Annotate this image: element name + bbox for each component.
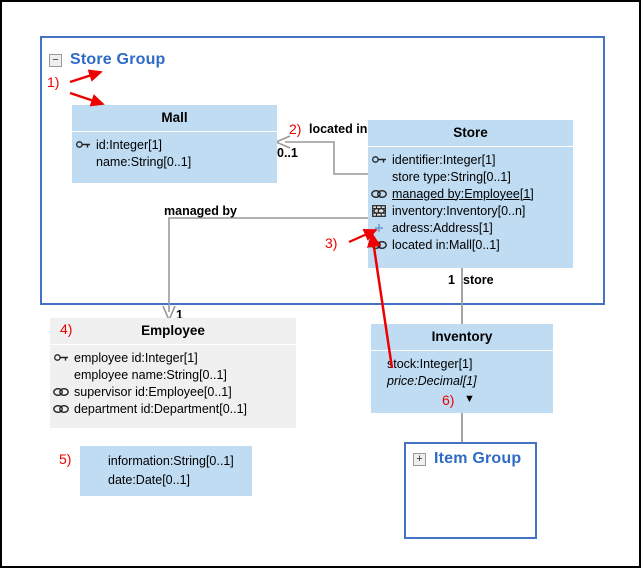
attribute-text: managed by:Employee[1]: [392, 186, 534, 201]
attribute-text: supervisor id:Employee[0..1]: [74, 384, 232, 399]
table-icon: [368, 204, 390, 217]
attribute-row[interactable]: supervisor id:Employee[0..1]: [50, 383, 296, 400]
connector-label-managed-by: managed by: [164, 204, 237, 218]
attribute-text: identifier:Integer[1]: [392, 152, 496, 167]
attribute-row[interactable]: price:Decimal[1]: [371, 372, 553, 389]
class-inventory-title: Inventory: [431, 329, 493, 344]
class-store-separator: [368, 146, 573, 147]
annotation-1-label: 1): [47, 74, 60, 90]
class-store-title: Store: [453, 125, 488, 140]
class-employee-attributes: employee id:Integer[1] employee name:Str…: [50, 345, 296, 421]
attribute-row[interactable]: stock:Integer[1]: [371, 355, 553, 372]
class-inventory-separator: [371, 350, 553, 351]
attribute-text: store type:String[0..1]: [392, 169, 511, 184]
attribute-text: adress:Address[1]: [392, 220, 493, 235]
connector-mult-located-in-target: 0..1: [277, 146, 298, 160]
attribute-row[interactable]: adress:Address[1]: [368, 219, 573, 236]
annotation-6-dropdown-icon[interactable]: ▼: [464, 394, 475, 405]
attribute-text: employee name:String[0..1]: [74, 367, 227, 382]
attribute-text: stock:Integer[1]: [387, 356, 473, 371]
note-box[interactable]: information:String[0..1] date:Date[0..1]: [80, 446, 252, 496]
item-group-title: Item Group: [434, 450, 522, 467]
annotation-3-label: 3): [325, 235, 338, 251]
key-icon: [368, 155, 390, 164]
note-line: information:String[0..1]: [80, 451, 252, 470]
annotation-4-label: 4): [60, 321, 73, 337]
plus-icon: [368, 223, 390, 233]
attribute-row[interactable]: employee id:Integer[1]: [50, 349, 296, 366]
note-line-text: information:String[0..1]: [108, 453, 234, 468]
connector-label-located-in: located in: [309, 122, 368, 136]
class-mall-title: Mall: [161, 110, 188, 125]
class-mall-attributes: id:Integer[1] name:String[0..1]: [72, 132, 277, 174]
expander-glyph: +: [416, 453, 423, 465]
link-icon: [50, 404, 72, 414]
attribute-text: employee id:Integer[1]: [74, 350, 198, 365]
attribute-row[interactable]: inventory:Inventory[0..n]: [368, 202, 573, 219]
expander-glyph: −: [52, 54, 59, 66]
annotation-6-label: 6): [442, 392, 455, 408]
attribute-text: id:Integer[1]: [96, 137, 163, 152]
class-employee-separator: [50, 344, 296, 345]
class-inventory-attributes: stock:Integer[1] price:Decimal[1]: [371, 351, 553, 393]
connector-mult-managed-by-target: 1: [176, 308, 183, 322]
dropdown-glyph: ▼: [464, 393, 475, 405]
attribute-text: inventory:Inventory[0..n]: [392, 203, 526, 218]
annotation-5-label: 5): [59, 451, 72, 467]
key-icon: [72, 140, 94, 149]
package-title: Store Group: [70, 51, 166, 68]
attribute-text: price:Decimal[1]: [387, 373, 477, 388]
package-item-group[interactable]: [404, 442, 537, 539]
attribute-row[interactable]: identifier:Integer[1]: [368, 151, 573, 168]
link-icon: [368, 189, 390, 199]
key-icon: [50, 353, 72, 362]
class-employee-title: Employee: [141, 323, 205, 338]
class-mall-separator: [72, 131, 277, 132]
connector-label-store: store: [463, 273, 494, 287]
class-inventory[interactable]: Inventory stock:Integer[1] price:Decimal…: [371, 324, 553, 413]
attribute-row[interactable]: name:String[0..1]: [72, 153, 277, 170]
class-mall[interactable]: Mall id:Integer[1] name:String[0..1]: [72, 105, 277, 183]
attribute-text: located in:Mall[0..1]: [392, 237, 500, 252]
attribute-row[interactable]: managed by:Employee[1]: [368, 185, 573, 202]
attribute-row[interactable]: department id:Department[0..1]: [50, 400, 296, 417]
attribute-text: name:String[0..1]: [96, 154, 192, 169]
note-line-text: date:Date[0..1]: [108, 472, 191, 487]
connector-mult-store-inventory-source: 1: [448, 273, 455, 287]
note-line: date:Date[0..1]: [80, 470, 252, 489]
attribute-text: department id:Department[0..1]: [74, 401, 248, 416]
package-expander-minus-icon[interactable]: −: [49, 54, 62, 67]
attribute-row[interactable]: id:Integer[1]: [72, 136, 277, 153]
class-store[interactable]: Store identifier:Integer[1] store type:S…: [368, 120, 573, 268]
item-group-expander-plus-icon[interactable]: +: [413, 453, 426, 466]
attribute-row[interactable]: employee name:String[0..1]: [50, 366, 296, 383]
annotation-2-label: 2): [289, 121, 302, 137]
class-employee[interactable]: Employee employee id:Integer[1] employee…: [50, 318, 296, 428]
link-icon: [50, 387, 72, 397]
attribute-row[interactable]: store type:String[0..1]: [368, 168, 573, 185]
package-store-group[interactable]: [40, 36, 605, 305]
class-store-attributes: identifier:Integer[1] store type:String[…: [368, 147, 573, 257]
